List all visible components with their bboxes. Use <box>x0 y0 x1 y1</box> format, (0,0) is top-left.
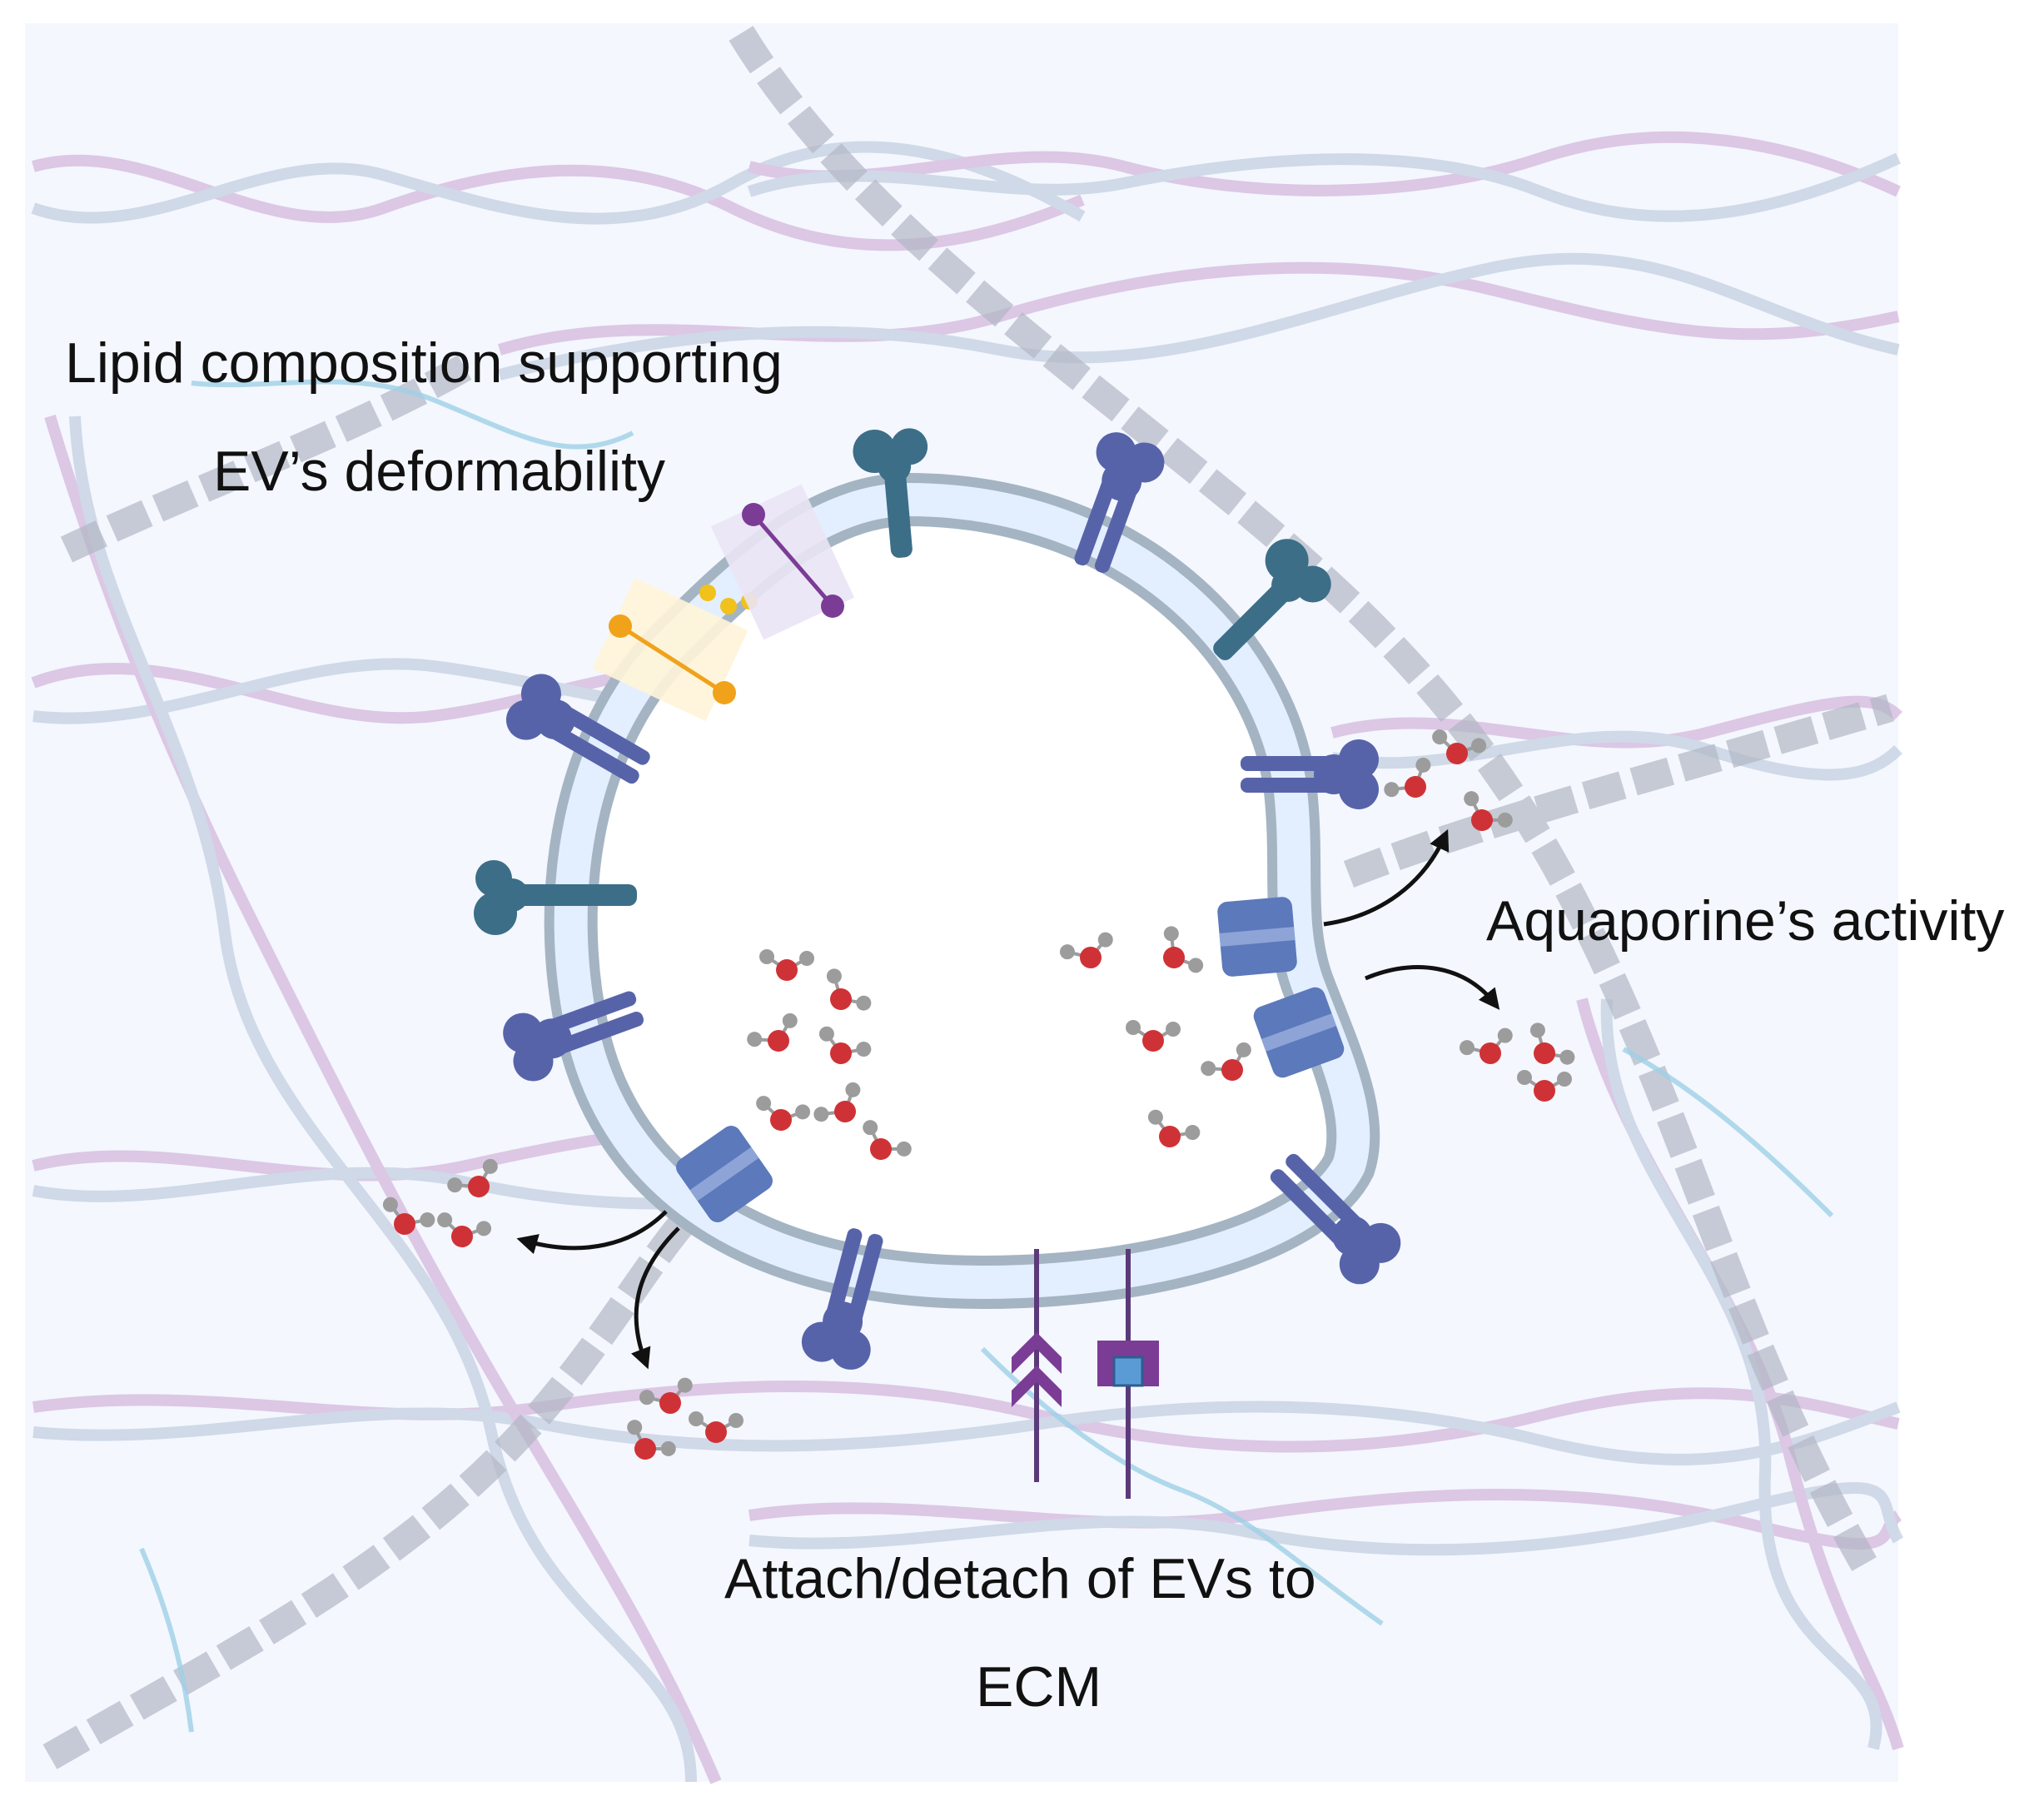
water-molecule <box>813 1082 861 1122</box>
attach-detach-label-line2: ECM <box>976 1655 1102 1719</box>
lipid-panel-purple <box>710 484 855 640</box>
glycan-branches <box>139 379 1834 1733</box>
aquaporin-channel <box>1253 987 1345 1078</box>
water-molecule <box>1163 926 1204 973</box>
arrow-down-release <box>630 1226 680 1370</box>
receptor-blue <box>503 991 644 1082</box>
glycan-branch <box>139 1547 194 1733</box>
water-molecule <box>382 1197 435 1235</box>
receptor-blue <box>1241 739 1379 809</box>
arrow-aquaporin-out-upper <box>1323 828 1450 927</box>
arrow-left-release <box>516 1210 668 1255</box>
receptor-blue <box>1270 1153 1401 1285</box>
aquaporine-activity-label: Aquaporine’s activity <box>1486 889 2005 953</box>
water-molecule <box>437 1212 492 1247</box>
flow-arrows <box>516 828 1500 1370</box>
water-molecule <box>1126 1020 1181 1052</box>
water-molecule <box>1384 757 1431 798</box>
collagen-fiber <box>32 1381 1901 1465</box>
water-molecule <box>818 1026 872 1064</box>
glycan-branch <box>191 379 634 450</box>
water-molecule <box>1432 729 1487 764</box>
adhesion-receptor-integrin <box>1012 1249 1062 1482</box>
water-molecule <box>747 1012 798 1052</box>
aquaporin-channel <box>1217 897 1297 977</box>
receptor-teal <box>853 428 928 558</box>
water-molecule <box>863 1120 912 1160</box>
lipid-composition-label-line2: EV’s deformability <box>213 440 665 503</box>
lipid-composition-label: Lipid composition supporting <box>65 331 783 395</box>
collagen-fiber <box>747 131 1901 222</box>
receptor-blue <box>1074 432 1165 574</box>
water-molecule <box>447 1158 498 1197</box>
water-molecule <box>627 1420 676 1460</box>
aquaporin-channel <box>676 1126 773 1222</box>
arrow-aquaporin-out-lower <box>1365 965 1500 1010</box>
ecm-chain <box>1343 694 1894 888</box>
water-molecule <box>1517 1070 1572 1102</box>
water-molecule <box>1201 1042 1251 1081</box>
water-molecule <box>1529 1022 1575 1065</box>
collagen-fiber <box>497 252 1900 381</box>
glycan-branch <box>1622 1047 1834 1218</box>
receptor-teal <box>1213 539 1331 660</box>
adhesion-receptor-cd44 <box>1097 1249 1159 1499</box>
water-molecules <box>382 729 1575 1460</box>
water-molecule <box>639 1377 693 1414</box>
water-molecule <box>1464 791 1513 831</box>
collagen-fiber <box>44 414 722 1784</box>
attach-detach-label: Attach/detach of EVs to <box>724 1547 1316 1610</box>
water-molecule <box>759 949 814 981</box>
water-molecule <box>826 968 872 1011</box>
ecm-chain <box>729 26 1877 1573</box>
receptor-blue <box>801 1228 883 1370</box>
receptor-teal <box>474 860 637 935</box>
water-molecule <box>756 1096 811 1131</box>
glycan-branch <box>980 1346 1384 1626</box>
water-molecule <box>1059 932 1113 968</box>
water-molecule <box>1459 1027 1513 1064</box>
receptor-blue <box>505 674 650 784</box>
water-molecule <box>689 1411 743 1443</box>
water-molecule <box>1147 1109 1201 1147</box>
collagen-fiber <box>1330 695 1902 781</box>
